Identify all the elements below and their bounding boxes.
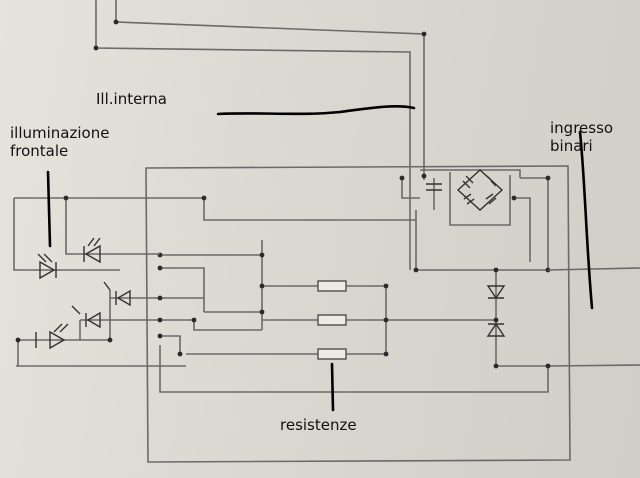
inner-wiring bbox=[16, 195, 416, 367]
led-3 bbox=[115, 289, 131, 307]
led-4 bbox=[85, 311, 101, 329]
resistor-2 bbox=[317, 314, 347, 326]
label-illuminazione-frontale: illuminazione frontale bbox=[10, 124, 110, 160]
board-outline bbox=[145, 165, 571, 463]
marker-ingresso bbox=[578, 130, 594, 310]
led-2 bbox=[83, 244, 101, 264]
label-ingresso-binari: ingresso binari bbox=[550, 119, 614, 155]
bridge-rectifier bbox=[399, 169, 551, 273]
label-resistenze: resistenze bbox=[280, 416, 357, 434]
resistor-1 bbox=[317, 280, 347, 292]
marker-annotations bbox=[46, 105, 594, 412]
label-ill-interna: Ill.interna bbox=[96, 90, 167, 108]
led-1 bbox=[39, 260, 57, 280]
top-wires bbox=[93, 0, 427, 270]
resistors bbox=[186, 280, 389, 360]
led-group bbox=[13, 195, 160, 366]
marker-resistenze bbox=[330, 362, 335, 412]
marker-ill-interna bbox=[216, 105, 416, 116]
resistor-3 bbox=[317, 348, 347, 360]
marker-illuminazione bbox=[46, 170, 52, 248]
led-5 bbox=[35, 330, 66, 350]
right-diodes bbox=[159, 267, 640, 393]
